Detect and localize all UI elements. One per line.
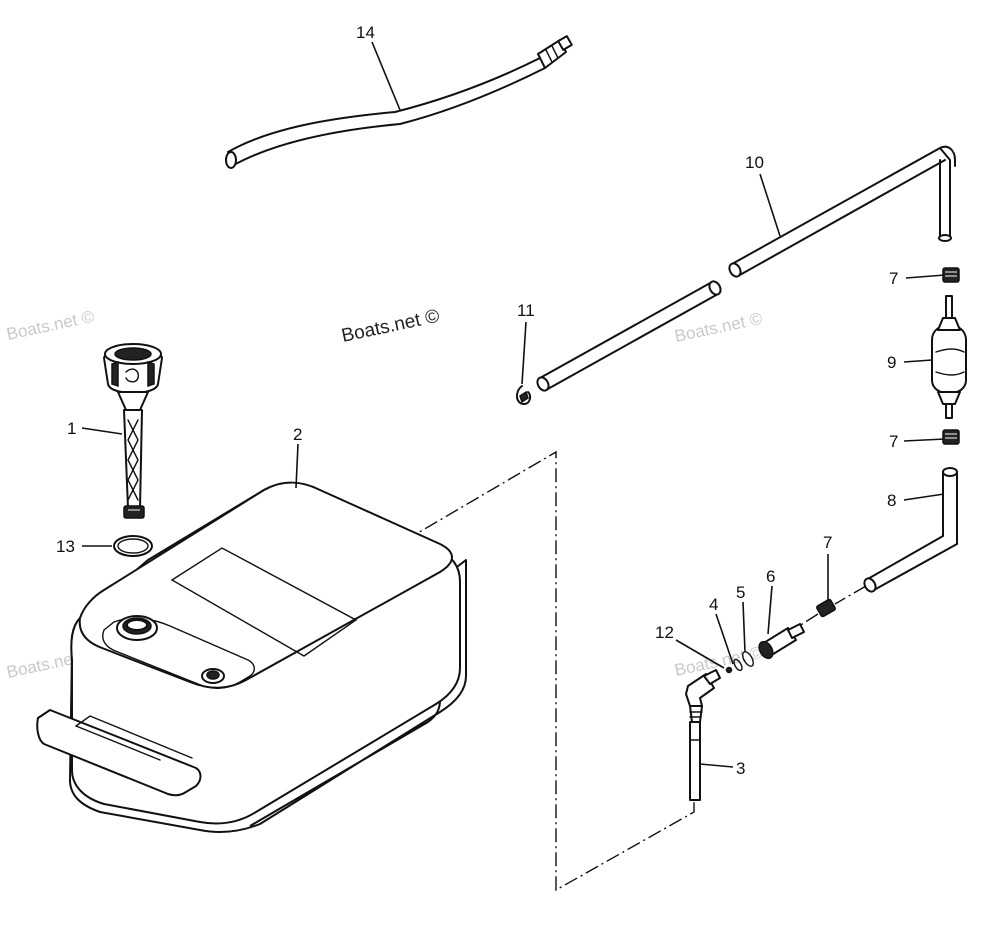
callout-3: 3 — [736, 759, 745, 778]
part-9-primer-bulb — [931, 295, 967, 419]
tank-label-plate — [170, 547, 358, 657]
callout-11: 11 — [517, 301, 535, 320]
callout-8: 8 — [887, 491, 896, 510]
callouts: 1 2 3 4 5 6 7 7 7 8 9 10 11 12 13 14 — [56, 23, 898, 778]
watermark-main: Boats.net © — [340, 306, 442, 347]
callout-2: 2 — [293, 425, 302, 444]
part-11-hose-clamp — [516, 385, 532, 405]
callout-4: 4 — [709, 595, 718, 614]
part-2-fuel-tank — [36, 481, 467, 833]
callout-10: 10 — [745, 153, 764, 172]
watermark-2: Boats.net © — [673, 309, 765, 346]
callout-13: 13 — [56, 537, 75, 556]
part-7-bottom-clamp — [816, 598, 836, 618]
callout-6: 6 — [766, 567, 775, 586]
centerline-8-to-7 — [834, 585, 867, 605]
part-6-connector — [758, 623, 805, 660]
part-12-check-ball — [725, 666, 733, 674]
callout-9: 9 — [887, 353, 896, 372]
part-1-fuel-gauge — [103, 343, 163, 519]
part-7-top-clamp — [942, 267, 960, 283]
callout-7-bottom: 7 — [823, 533, 832, 552]
watermark-1: Boats.net © — [5, 307, 97, 344]
centerline-7-to-6 — [795, 613, 819, 629]
tank-handle — [36, 709, 202, 797]
part-10-fuel-tube — [536, 145, 956, 392]
part-8-elbow-hose — [863, 467, 958, 593]
leader-lines — [81, 41, 946, 768]
callout-1: 1 — [67, 419, 76, 438]
callout-14: 14 — [356, 23, 375, 42]
part-7-middle-clamp — [942, 429, 960, 445]
assembly-centerline — [217, 450, 695, 892]
callout-12: 12 — [655, 623, 674, 642]
callout-5: 5 — [736, 583, 745, 602]
callout-7-middle: 7 — [889, 432, 898, 451]
part-4-washer — [733, 658, 743, 672]
callout-7-top: 7 — [889, 269, 898, 288]
part-14-fuel-line — [225, 35, 573, 169]
part-13-gasket — [113, 535, 153, 557]
part-3-pickup-tube — [685, 669, 721, 801]
part-5-o-ring — [742, 651, 754, 667]
